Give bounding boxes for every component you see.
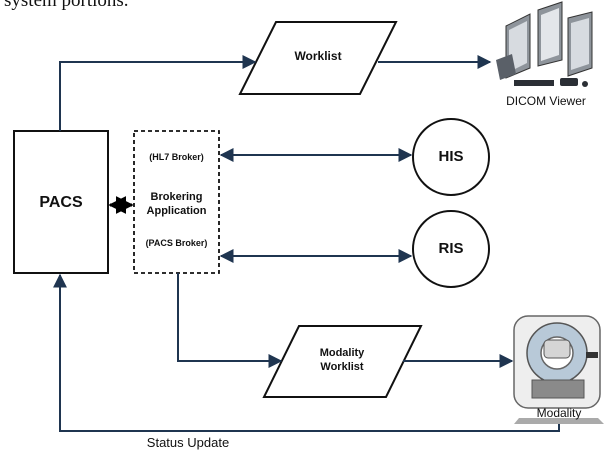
modality-label: Modality (536, 406, 582, 420)
modality-scanner-icon (513, 315, 604, 424)
caption-fragment: system portions. (4, 0, 129, 11)
pacs-broker-label: (PACS Broker) (145, 238, 208, 248)
broker-to-modality-worklist-arrow (177, 273, 283, 368)
status-update-arrow (53, 273, 560, 432)
ris-label: RIS (438, 240, 464, 257)
his-label: HIS (438, 148, 464, 165)
modality-worklist-shape (262, 325, 423, 398)
brokering-label-line1: Brokering (150, 191, 203, 203)
status-update-label: Status Update (146, 435, 230, 450)
dicom-viewer-icon (496, 1, 593, 87)
modality-worklist-label-line2: Worklist (320, 361, 364, 373)
worklist-shape (238, 21, 398, 95)
brokering-box (133, 130, 220, 274)
modality-worklist-label-line1: Modality (319, 347, 365, 359)
brokering-label-line2: Application (146, 205, 207, 217)
his-circle (412, 118, 490, 196)
pacs-to-worklist-arrow (59, 55, 257, 131)
dicom-viewer-label: DICOM Viewer (506, 94, 586, 108)
ris-circle (412, 210, 490, 288)
hl7-broker-label: (HL7 Broker) (149, 152, 204, 162)
pacs-box (13, 130, 109, 274)
pacs-label: PACS (39, 194, 83, 211)
worklist-label: Worklist (294, 49, 342, 63)
